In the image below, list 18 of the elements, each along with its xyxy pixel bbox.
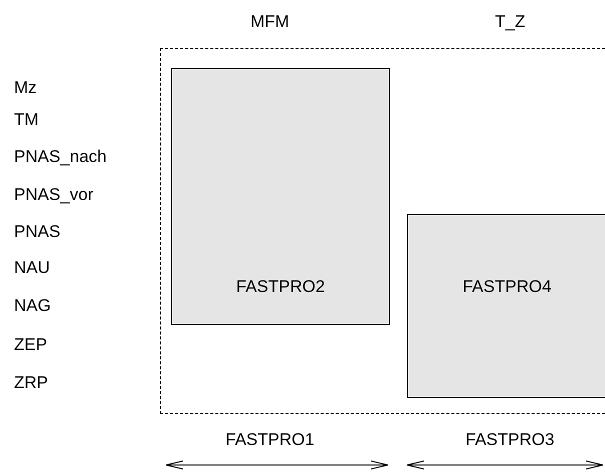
column-heading: T_Z <box>495 12 526 32</box>
row-label: PNAS_vor <box>14 185 94 205</box>
dimension-label: FASTPRO3 <box>466 430 554 450</box>
box-label: FASTPRO2 <box>235 277 326 297</box>
column-heading: MFM <box>250 12 290 32</box>
row-label: ZEP <box>14 335 48 355</box>
row-label: NAU <box>14 258 50 278</box>
row-label: PNAS <box>14 222 60 242</box>
row-label: Mz <box>14 78 37 98</box>
dimension-label: FASTPRO1 <box>226 430 314 450</box>
filled-box <box>171 68 390 325</box>
row-label: TM <box>14 110 39 130</box>
row-label: NAG <box>14 296 51 316</box>
dashed-frame <box>160 48 605 414</box>
row-label: ZRP <box>14 373 48 393</box>
filled-box <box>407 214 605 398</box>
box-label: FASTPRO4 <box>462 277 552 297</box>
row-label: PNAS_nach <box>14 147 107 167</box>
